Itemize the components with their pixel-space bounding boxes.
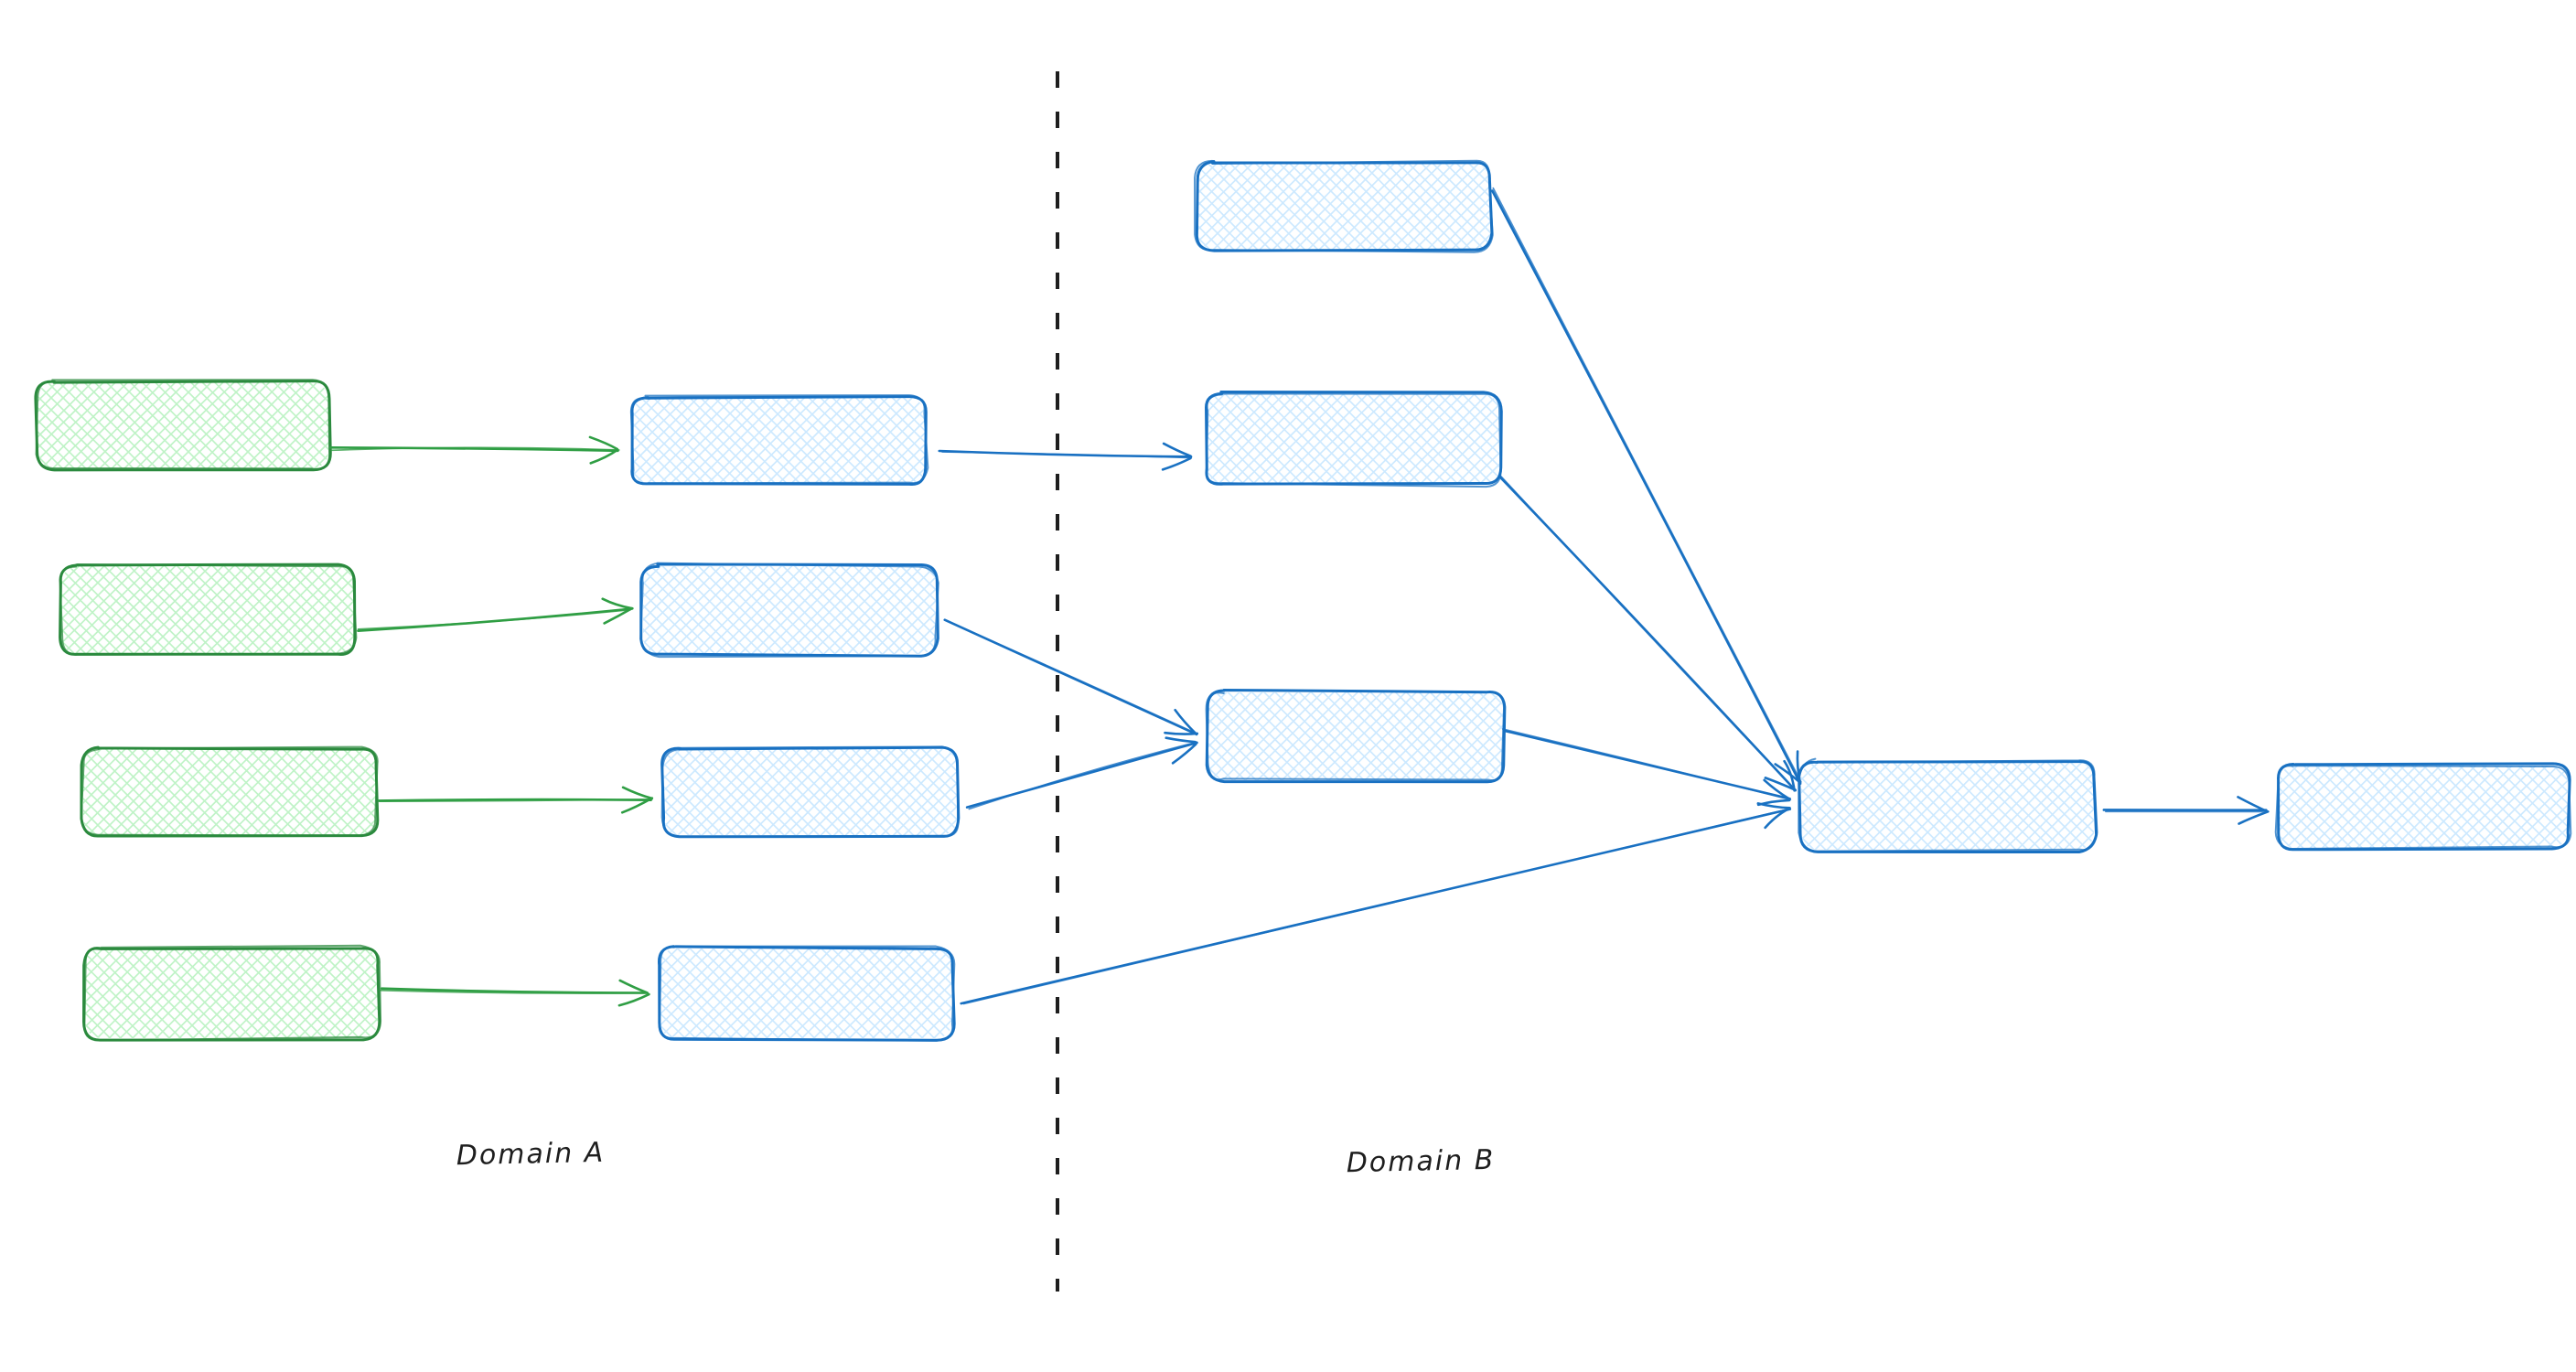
edge-e-a2-m2 — [357, 597, 634, 632]
edge-e-m1-b2 — [938, 442, 1193, 471]
node-a4[interactable] — [0, 938, 607, 1048]
node-m3[interactable] — [539, 739, 1186, 845]
node-b4[interactable] — [1673, 752, 2324, 860]
edge-e-a1-m1 — [328, 435, 620, 465]
edge-e-m2-b3 — [943, 618, 1199, 736]
node-b3[interactable] — [1081, 682, 1732, 790]
node-m2[interactable] — [516, 556, 1166, 664]
node-b1[interactable] — [1072, 154, 1719, 260]
lane-label-domain-b: Domain B — [1346, 1143, 1496, 1180]
lane-label-domain-a: Domain A — [456, 1136, 606, 1173]
edge-e-b1-b4 — [1490, 187, 1802, 785]
node-b5[interactable] — [2156, 756, 2576, 858]
edge-e-m4-b4 — [960, 802, 1792, 1005]
node-a2[interactable] — [0, 556, 583, 664]
node-m4[interactable] — [531, 938, 1182, 1048]
edge-e-b3-b4 — [1502, 728, 1792, 807]
edge-e-m3-b3 — [965, 736, 1198, 810]
node-b2[interactable] — [1078, 384, 1730, 494]
node-a3[interactable] — [0, 739, 606, 845]
edge-e-a3-m3 — [377, 786, 654, 814]
node-a1[interactable] — [0, 372, 548, 478]
edge-e-b4-b5 — [2102, 796, 2270, 825]
edge-e-b2-b4 — [1497, 475, 1797, 792]
edge-e-a4-m4 — [378, 979, 650, 1007]
